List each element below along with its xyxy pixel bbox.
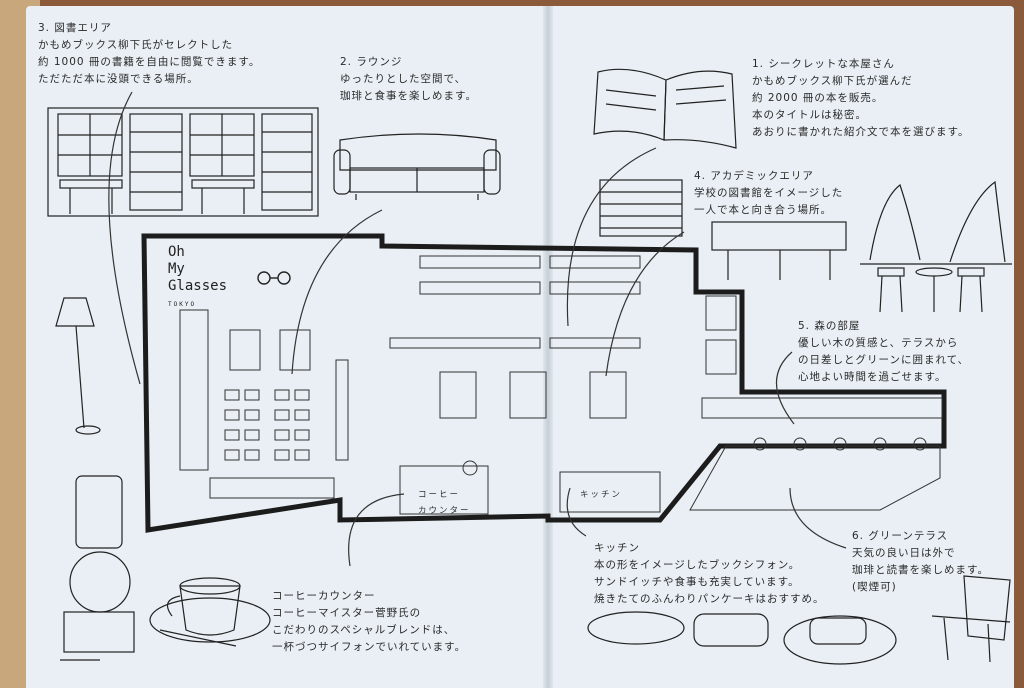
bookcase-illustration [599, 179, 683, 237]
floor-lamp-illustration [55, 297, 101, 435]
forest-room-text: 5. 森の部屋優しい木の質感と、テラスからの日差しとグリーンに囲まれて、心地よい… [798, 320, 970, 383]
coffee-counter-text: コーヒーカウンターコーヒーマイスター菅野氏のこだわりのスペシャルブレンドは、一杯… [272, 590, 467, 653]
map-label-kitchen: キッチン [580, 490, 623, 500]
bookshelf-illustration [47, 107, 319, 217]
terrace-chair-illustration [931, 575, 1011, 663]
desk-illustration [711, 221, 847, 280]
academic-area-text: 4. アカデミックエリア学校の図書館をイメージした一人で本と向き合う場所。 [694, 170, 844, 216]
coffee-cup-illustration [149, 577, 271, 647]
secret-bookstore-text: 1. シークレットな本屋さんかもめブックス柳下氏が選んだ約 2000 冊の本を販… [752, 58, 970, 138]
kitchen-text: キッチン本の形をイメージしたブックシフォン。サンドイッチや食事も充実しています。… [594, 542, 825, 605]
sofa-illustration [333, 133, 501, 200]
plants-illustration [860, 180, 1012, 313]
lounge-text: 2. ラウンジゆったりとした空間で、珈琲と食事を楽しめます。 [340, 56, 477, 102]
green-terrace-text: 6. グリーンテラス天気の良い日は外で珈琲と読書を楽しめます。(喫煙可) [852, 530, 989, 593]
floor-plan-walls [141, 233, 947, 533]
brand-logo: Oh My Glasses TOKYO [168, 244, 228, 308]
open-book-illustration [593, 68, 737, 149]
floor-plan-details [179, 255, 943, 515]
book-gutter [543, 6, 553, 688]
map-label-counter: カウンター [418, 506, 471, 516]
leader-lines [108, 91, 847, 567]
siphon-illustration [60, 475, 135, 661]
book-area-text: 3. 図書エリアかもめブックス柳下氏がセレクトした約 1000 冊の書籍を自由に… [38, 22, 261, 85]
food-illustration [587, 611, 897, 665]
map-label-coffee: コーヒー [418, 490, 461, 500]
right-page [548, 6, 1014, 688]
glasses-icon [257, 271, 291, 285]
left-page [26, 6, 548, 688]
